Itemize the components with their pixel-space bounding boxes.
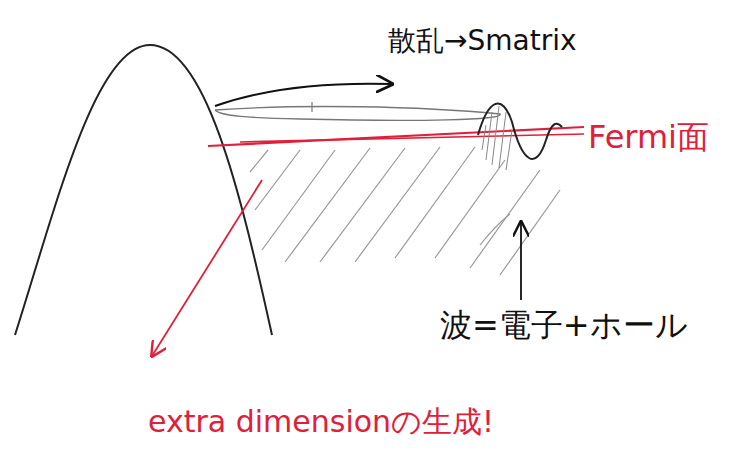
fermi-line bbox=[208, 127, 584, 146]
note-label: 散乱→Smatrix bbox=[388, 24, 577, 58]
fermi-line bbox=[240, 134, 584, 142]
filled-states-hatch bbox=[250, 147, 560, 275]
wave-hatch bbox=[482, 106, 512, 170]
red-arrow bbox=[152, 180, 262, 356]
wave-packet bbox=[478, 103, 562, 159]
potential-hump bbox=[15, 45, 272, 335]
note-label: Fermi面 bbox=[588, 118, 709, 156]
scattering-loop bbox=[215, 107, 500, 121]
tick-mark bbox=[311, 102, 312, 112]
note-label: extra dimensionの生成! bbox=[148, 404, 494, 440]
note-label: 波=電子+ホール bbox=[440, 306, 688, 344]
pointer-arrow bbox=[520, 222, 522, 300]
scattering-arrow bbox=[215, 84, 392, 106]
sketch-stroke bbox=[480, 214, 510, 245]
